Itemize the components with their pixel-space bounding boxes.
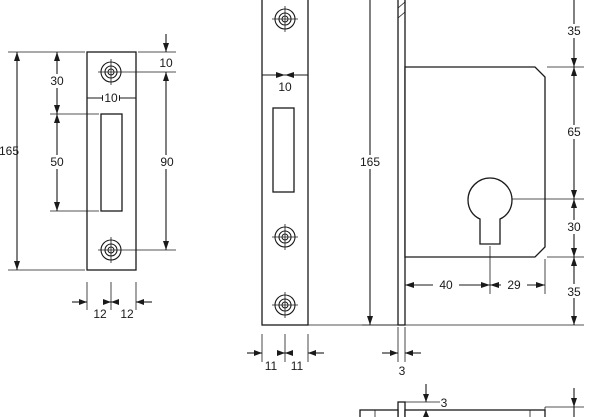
lock-forend-edge [397,0,406,326]
striking-plate-slot [100,113,123,212]
dim-bottom-thickness: 3 [441,396,448,410]
dim-lock-top-to-case: 35 [567,24,581,38]
dim-plate-top-to-screw: 10 [159,56,173,70]
dim-lock-overall-height: 165 [360,155,380,169]
forend-view: 10 11 11 [247,0,324,373]
dim-lock-backset: 40 [439,278,453,292]
forend-bolt-slot [272,107,295,193]
dim-forend-half-width-left: 11 [265,359,278,373]
dim-plate-screw-spacing: 90 [160,155,174,169]
dim-forend-screw-offset: 10 [278,80,292,94]
dim-lock-bottom-of-case: 35 [567,285,581,299]
dim-lock-cylinder-height: 30 [567,220,581,234]
striking-plate-view: 165 30 50 10 10 90 [0,34,178,321]
dim-plate-slot-height: 50 [50,155,64,169]
dim-lock-forend-thickness: 3 [399,364,406,378]
bottom-view: 3 [359,384,584,417]
dim-plate-half-width-left: 12 [93,307,107,321]
dim-lock-cylinder-to-edge: 29 [507,278,521,292]
dim-plate-top-to-slot: 30 [50,74,64,88]
lock-body-view: 165 35 65 30 35 40 29 [308,0,587,378]
dim-forend-half-width-right: 11 [291,359,304,373]
dim-plate-screw-offset: 10 [104,91,118,105]
dim-plate-half-width-right: 12 [120,307,134,321]
lock-case [404,66,546,258]
dim-plate-overall-height: 165 [0,144,19,158]
bottom-forend [397,401,406,417]
dim-lock-case-to-cylinder: 65 [567,125,581,139]
bottom-case [359,409,399,417]
